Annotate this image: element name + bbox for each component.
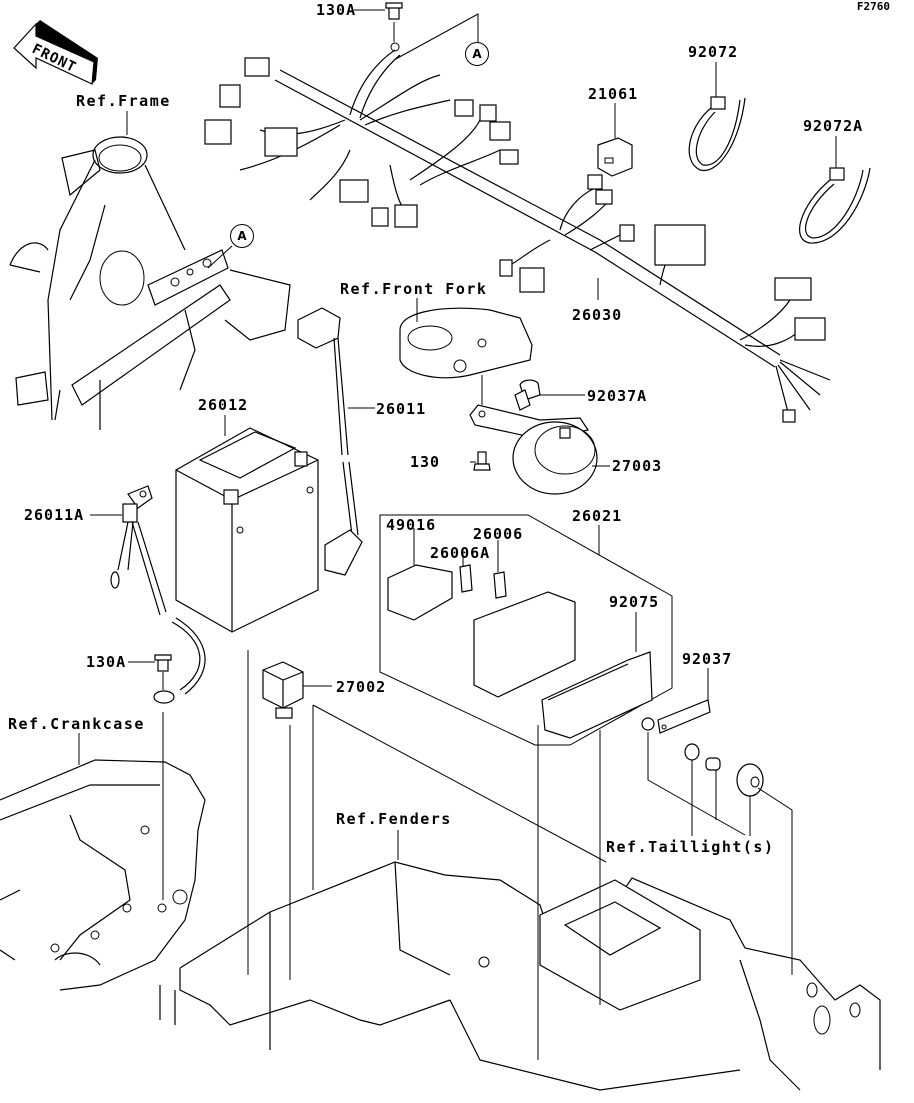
connection-marker-a-harness: A [465, 42, 489, 66]
cable-tie-92072A-drawing [799, 167, 871, 244]
part-callout-26011: 26011 [376, 400, 427, 418]
part-callout-92075: 92075 [609, 593, 660, 611]
part-callout-21061: 21061 [588, 85, 639, 103]
part-callout-92072A: 92072A [803, 117, 864, 135]
ref-crankcase-label: Ref.Crankcase [8, 715, 145, 733]
battery-drawing [175, 427, 319, 633]
part-callout-27003: 27003 [612, 457, 663, 475]
horn-drawing [512, 421, 598, 495]
cable-tie-92072-drawing [688, 96, 746, 171]
part-callout-26006: 26006 [473, 525, 524, 543]
wiring-harness-drawing [204, 42, 831, 423]
part-callout-130: 130 [410, 453, 441, 471]
clamp-92037-drawing [641, 699, 764, 797]
part-callout-92072: 92072 [688, 43, 739, 61]
frame-drawing [9, 136, 291, 430]
fork-clamp-drawing [399, 307, 589, 441]
connector-21061-drawing [597, 137, 633, 177]
part-callout-26030: 26030 [572, 306, 623, 324]
part-callout-26012: 26012 [198, 396, 249, 414]
crankcase-drawing [0, 759, 206, 991]
part-callout-26021: 26021 [572, 507, 623, 525]
part-callout-26006A: 26006A [430, 544, 491, 562]
bolt-130-drawing [473, 451, 491, 471]
part-callout-130A-lower: 130A [86, 653, 127, 671]
bolt-130A-top-drawing [385, 2, 403, 20]
ref-taillights-label: Ref.Taillight(s) [606, 838, 775, 856]
leader-lines [78, 9, 837, 1060]
ref-fenders-label: Ref.Fenders [336, 810, 452, 828]
figure-id: F2760 [856, 0, 890, 13]
part-callout-130A-top: 130A [316, 1, 357, 19]
part-callout-27002: 27002 [336, 678, 387, 696]
part-callout-26011A: 26011A [24, 506, 85, 524]
battery-lead-positive-drawing [297, 307, 363, 576]
rear-fender-drawing [159, 861, 881, 1091]
connection-marker-a-frame: A [230, 224, 254, 248]
front-arrow-icon [13, 20, 98, 85]
relay-drawing [262, 661, 304, 719]
part-callout-92037A: 92037A [587, 387, 648, 405]
ref-front-fork-label: Ref.Front Fork [340, 280, 488, 298]
part-callout-49016: 49016 [386, 516, 437, 534]
bolt-130A-lower-drawing [154, 654, 172, 672]
battery-lead-negative-drawing [110, 485, 206, 704]
clamp-92037A-drawing [514, 379, 541, 411]
fuse-box-group-outline [379, 514, 673, 746]
ref-frame-label: Ref.Frame [76, 92, 171, 110]
part-callout-92037: 92037 [682, 650, 733, 668]
